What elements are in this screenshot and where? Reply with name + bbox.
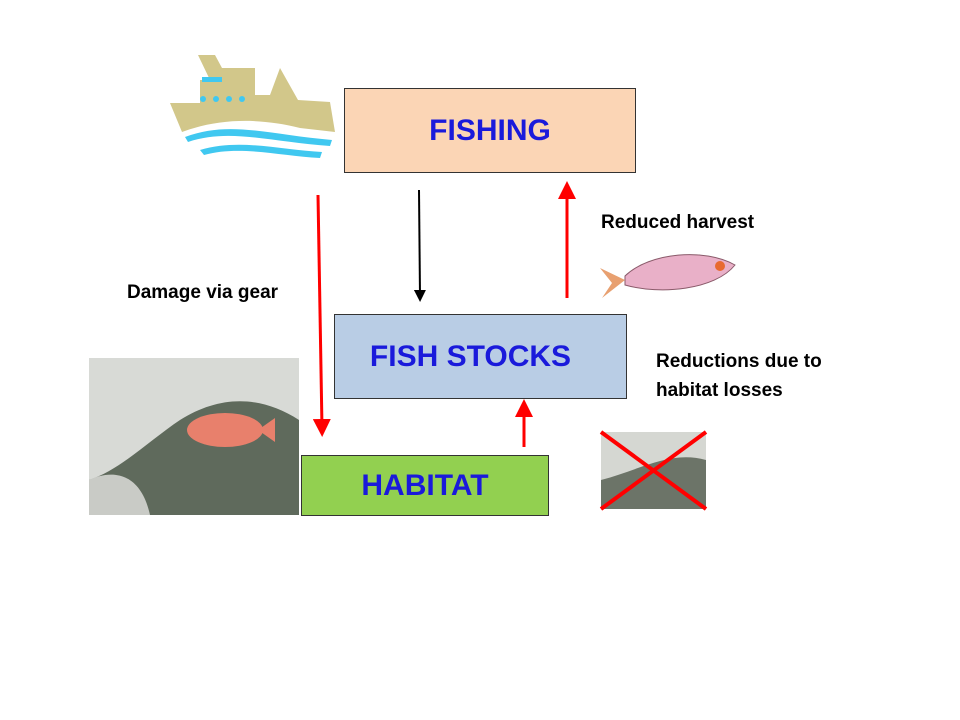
reductions-label: Reductions due to habitat losses — [656, 351, 822, 401]
habitat-box: HABITAT — [301, 455, 549, 516]
cross-line — [599, 430, 708, 511]
crossed-habitat-photo — [599, 430, 708, 511]
damage-label: Damage via gear — [127, 282, 279, 303]
fishing-box: FISHING — [344, 88, 636, 173]
reef-photo — [89, 358, 299, 515]
arrow-fishing-to-stocks — [413, 189, 426, 302]
reduced-harvest-label: Reduced harvest — [601, 212, 755, 233]
fish-icon — [600, 254, 736, 298]
ship-icon — [170, 55, 335, 158]
fish-stocks-box: FISH STOCKS — [334, 314, 627, 399]
arrow-damage — [312, 194, 331, 437]
